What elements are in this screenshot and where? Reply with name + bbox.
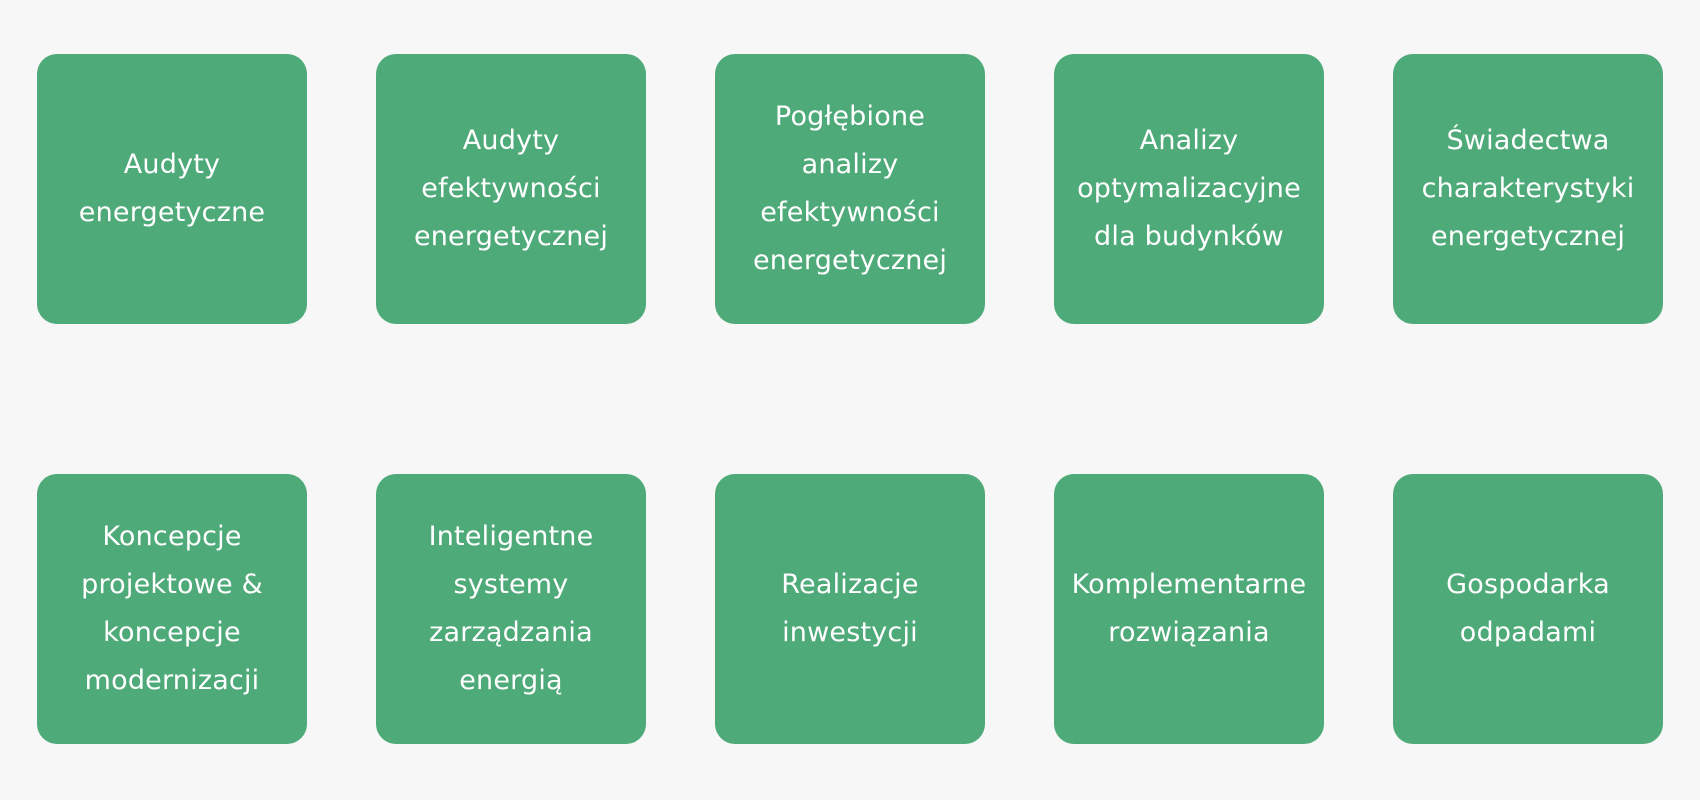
service-tile-audyty-efektywnosci[interactable]: Audyty efektywności energetycznej <box>376 54 646 324</box>
service-tile-audyty-energetyczne[interactable]: Audyty energetyczne <box>37 54 307 324</box>
service-tile-label: Analizy optymalizacyjne dla budynków <box>1077 125 1301 252</box>
service-tile-label: Komplementarne rozwiązania <box>1071 569 1307 648</box>
service-tile-label: Pogłębione analizy efektywności energety… <box>752 101 948 276</box>
services-grid: Audyty energetyczne Audyty efektywności … <box>37 54 1663 744</box>
service-tile-label: Koncepcje projektowe & koncepcje moderni… <box>81 521 263 696</box>
service-tile-gospodarka-odpadami[interactable]: Gospodarka odpadami <box>1393 474 1663 744</box>
service-tile-label: Audyty energetyczne <box>78 149 266 228</box>
service-tile-koncepcje-projektowe[interactable]: Koncepcje projektowe & koncepcje moderni… <box>37 474 307 744</box>
service-tile-label: Inteligentne systemy zarządzania energią <box>428 521 594 696</box>
service-tile-inteligentne-systemy[interactable]: Inteligentne systemy zarządzania energią <box>376 474 646 744</box>
service-tile-label: Audyty efektywności energetycznej <box>413 125 609 252</box>
service-tile-swiadectwa-charakterystyki[interactable]: Świadectwa charakterystyki energetycznej <box>1393 54 1663 324</box>
service-tile-label: Realizacje inwestycji <box>781 569 919 648</box>
service-tile-label: Gospodarka odpadami <box>1446 569 1610 648</box>
service-tile-label: Świadectwa charakterystyki energetycznej <box>1421 125 1635 252</box>
service-tile-poglebione-analizy[interactable]: Pogłębione analizy efektywności energety… <box>715 54 985 324</box>
service-tile-komplementarne-rozwiazania[interactable]: Komplementarne rozwiązania <box>1054 474 1324 744</box>
service-tile-analizy-optymalizacyjne[interactable]: Analizy optymalizacyjne dla budynków <box>1054 54 1324 324</box>
service-tile-realizacje-inwestycji[interactable]: Realizacje inwestycji <box>715 474 985 744</box>
